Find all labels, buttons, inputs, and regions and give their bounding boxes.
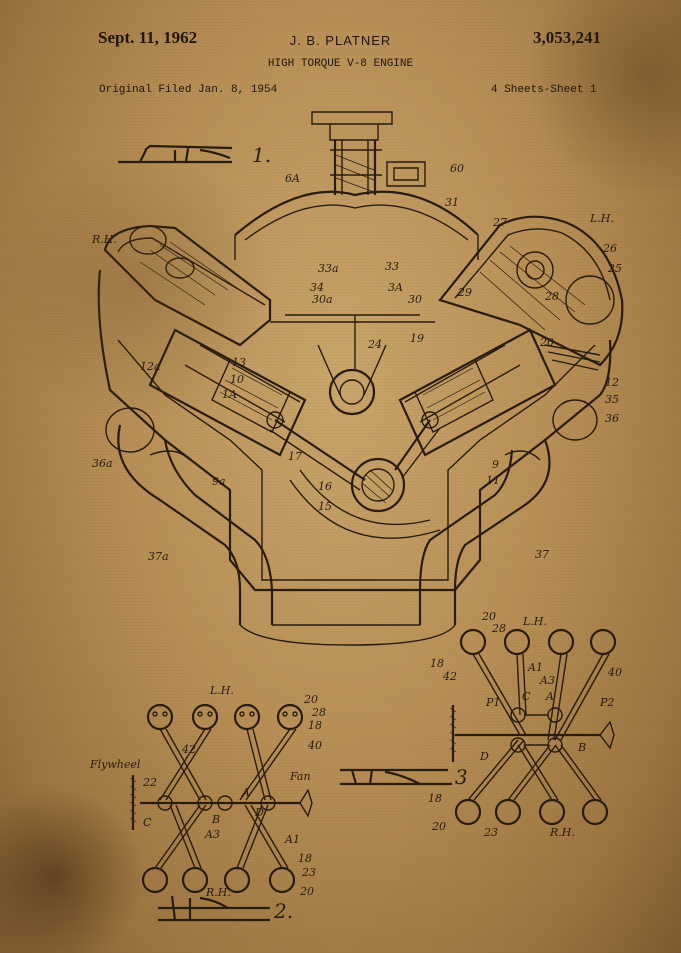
ref-label: L.H. — [589, 212, 614, 225]
ref-label: 3A — [388, 281, 403, 294]
ref-label: A — [545, 690, 554, 703]
ref-label: 33a — [318, 262, 339, 275]
ref-label: 23 — [301, 866, 316, 879]
ref-label: 17 — [288, 450, 302, 463]
ref-label: 15 — [318, 500, 332, 513]
ref-label: 9 — [492, 458, 499, 471]
fig2-reference-labels: L.H. 20 28 18 40 42 Flywheel 22 Fan A B … — [89, 684, 326, 899]
ref-label: 35 — [605, 393, 619, 406]
filed-date: Original Filed Jan. 8, 1954 — [99, 84, 278, 96]
ref-label: D — [254, 806, 264, 819]
ref-label: 28 — [311, 706, 326, 719]
ref-label: 60 — [450, 162, 464, 175]
ref-label: 37 — [535, 548, 549, 561]
patent-title: HIGH TORQUE V-8 ENGINE — [267, 58, 414, 70]
ref-label: 12a — [140, 360, 161, 373]
ref-label: 9a — [212, 475, 226, 488]
ref-label: 10 — [230, 373, 244, 386]
ref-label: 20 — [303, 693, 318, 706]
ref-label: 12 — [605, 376, 619, 389]
ref-label: A1 — [284, 833, 300, 846]
ref-label: R.H. — [205, 886, 231, 899]
ref-label: 16 — [318, 480, 332, 493]
ref-label: 30a — [312, 293, 333, 306]
ref-label: 20 — [539, 336, 554, 349]
sheet-count: 4 Sheets-Sheet 1 — [491, 84, 597, 96]
ref-label: 20 — [431, 820, 446, 833]
ref-label: A — [241, 786, 250, 799]
fig1-number: 1. — [252, 143, 271, 167]
fig3-reference-labels: 20 28 L.H. 18 42 A1 A3 40 P1 C A P2 D B … — [428, 610, 622, 839]
fig1-label: 1. — [118, 143, 271, 167]
ref-label: 23 — [483, 826, 498, 839]
ref-label: R.H. — [91, 233, 117, 246]
inventor-name: J. B. PLATNER — [289, 33, 392, 48]
ref-label: 42 — [442, 670, 457, 683]
ref-label: 20 — [481, 610, 496, 623]
ref-label: 26 — [602, 242, 617, 255]
ref-label: P2 — [599, 696, 614, 709]
ref-label: 34 — [310, 281, 324, 294]
ref-label: 18 — [428, 792, 442, 805]
ref-label: 18 — [430, 657, 444, 670]
ref-label: C — [143, 816, 152, 829]
ref-label: L.H. — [209, 684, 234, 697]
fig2-number: 2. — [273, 899, 293, 923]
ref-label: 40 — [307, 739, 322, 752]
ref-label: B — [577, 741, 586, 754]
ref-label: 18 — [298, 852, 312, 865]
ref-label: A1 — [527, 661, 543, 674]
ref-label: B — [211, 813, 220, 826]
fig2-crank-diagram: 2. L.H. 20 28 18 40 42 Flywheel 22 Fan A… — [89, 684, 326, 923]
ref-label: A3 — [539, 674, 555, 687]
ref-label: 36 — [605, 412, 619, 425]
ref-label: Flywheel — [89, 758, 141, 771]
fig1-reference-labels: 6A 60 31 27 L.H. 26 R.H. 33a 34 30a 33 3… — [91, 162, 622, 563]
ref-label: A3 — [204, 828, 220, 841]
ref-label: 28 — [544, 290, 559, 303]
ref-label: 33 — [385, 260, 399, 273]
ref-label: 24 — [367, 338, 382, 351]
ref-label: 29 — [457, 286, 472, 299]
ref-label: 42 — [181, 743, 196, 756]
ref-label: 40 — [607, 666, 622, 679]
fig3-number: 3 — [455, 765, 468, 789]
ref-label: 18 — [308, 719, 322, 732]
ref-label: 11 — [486, 474, 500, 487]
patent-date: Sept. 11, 1962 — [98, 28, 198, 47]
patent-number: 3,053,241 — [533, 28, 601, 47]
ref-label: 6A — [285, 172, 300, 185]
ref-label: 28 — [491, 622, 506, 635]
ref-label: 37a — [148, 550, 169, 563]
fig1-engine-section: 1. — [91, 111, 624, 646]
fig3-crank-diagram: 3 20 28 L.H. 1 — [340, 610, 622, 839]
ref-label: R.H. — [549, 826, 575, 839]
ref-label: 20 — [299, 885, 314, 898]
ref-label: 1A — [222, 388, 237, 401]
ref-label: Fan — [289, 770, 311, 783]
ref-label: 22 — [142, 776, 157, 789]
ref-label: 36a — [92, 457, 113, 470]
ref-label: 25 — [607, 262, 622, 275]
ref-label: 27 — [492, 216, 507, 229]
ref-label: D — [479, 750, 489, 763]
ref-label: 30 — [408, 293, 422, 306]
ref-label: 31 — [445, 196, 459, 209]
ref-label: P1 — [485, 696, 500, 709]
ref-label: L.H. — [522, 615, 547, 628]
ref-label: 13 — [232, 356, 246, 369]
ref-label: C — [522, 690, 531, 703]
ref-label: 19 — [410, 332, 424, 345]
